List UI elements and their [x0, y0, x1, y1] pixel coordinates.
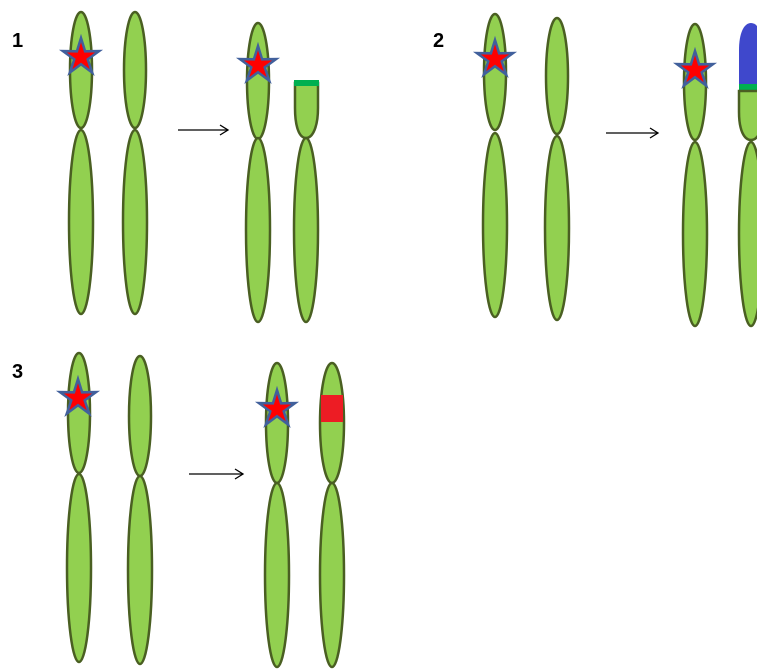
right-arrow-icon — [606, 128, 658, 138]
long-arm — [128, 476, 152, 664]
panel-1: 1 — [12, 12, 319, 322]
panel-3-after-chromosome-a — [259, 363, 295, 667]
long-arm — [683, 142, 707, 326]
right-arrow-icon — [189, 469, 243, 479]
short-arm — [546, 18, 568, 134]
panel-2-before-chromosome-a — [477, 14, 513, 317]
long-arm — [294, 138, 318, 322]
right-arrow-icon — [178, 125, 228, 135]
panel-2: 2 — [433, 14, 757, 326]
truncated-short-arm — [295, 83, 318, 138]
panel-3-before-chromosome-a — [60, 353, 96, 662]
long-arm — [320, 483, 344, 667]
panel-2-before-chromosome-b — [545, 18, 569, 320]
panel-3-after-chromosome-b — [320, 363, 344, 667]
long-arm — [739, 142, 757, 326]
short-arm — [129, 356, 151, 476]
long-arm — [67, 474, 91, 662]
panel-3-before-chromosome-b — [128, 356, 152, 664]
long-arm — [483, 133, 507, 317]
short-arm — [124, 12, 146, 128]
panel-2-after-chromosome-b — [739, 23, 757, 326]
panel-number-3: 3 — [12, 361, 23, 383]
panel-2-after-chromosome-a — [677, 24, 713, 326]
duplicated-band — [321, 395, 343, 422]
long-arm — [69, 130, 93, 314]
short-arm — [247, 23, 269, 139]
panel-1-before-chromosome-b — [123, 12, 147, 314]
panel-1-before-chromosome-a — [63, 12, 99, 314]
telomere-cap — [294, 80, 319, 86]
panel-1-after-chromosome-a — [240, 23, 276, 322]
short-arm-remainder — [739, 91, 757, 140]
panel-1-after-chromosome-b — [294, 80, 319, 322]
panel-number-1: 1 — [12, 30, 23, 52]
panel-number-2: 2 — [433, 30, 444, 52]
long-arm — [246, 138, 270, 322]
long-arm — [545, 136, 569, 320]
long-arm — [265, 483, 289, 667]
translocated-segment — [739, 23, 757, 86]
long-arm — [123, 130, 147, 314]
short-arm — [320, 363, 344, 483]
panel-3: 3 — [12, 353, 344, 667]
